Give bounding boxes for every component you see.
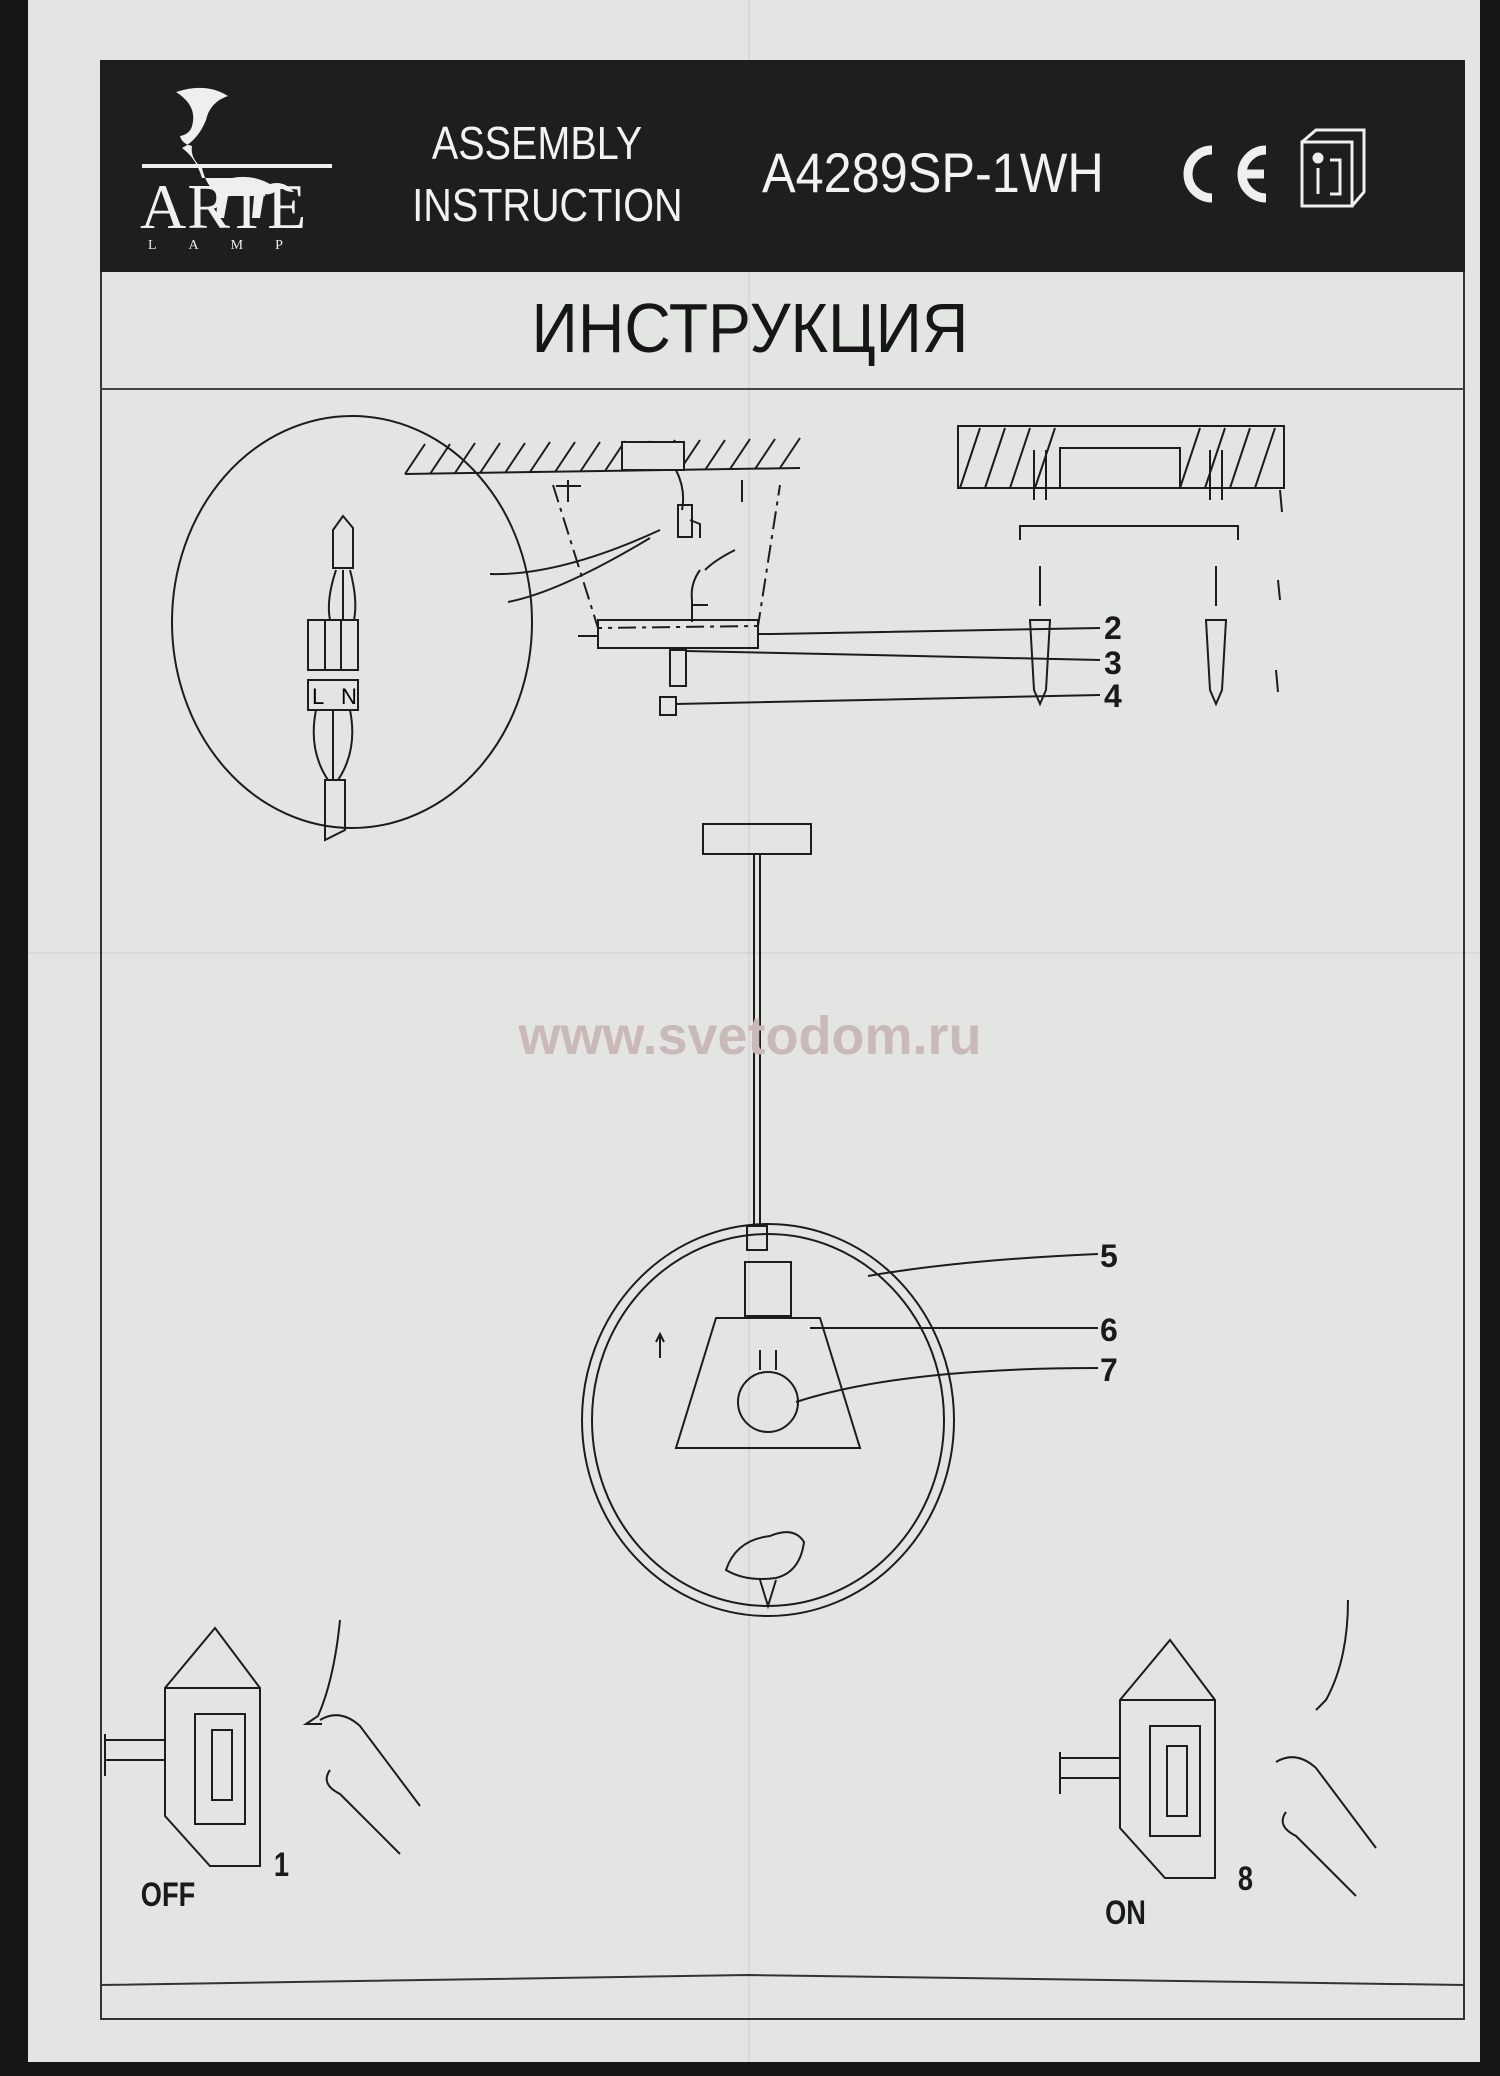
wall-switch-off [104, 1619, 421, 1867]
manual-info-icon [1300, 128, 1366, 208]
bulb [737, 1371, 799, 1433]
wall-switch-on [1059, 1599, 1377, 1897]
terminal-block [675, 469, 701, 538]
fold-line-vertical [748, 0, 750, 2062]
title-divider [100, 388, 1465, 390]
bottom-rule [99, 1973, 1466, 1986]
doc-type-line1: ASSEMBLY [431, 117, 643, 169]
canopy-outline [552, 484, 781, 630]
brand-logo-text: ARTE [140, 171, 308, 242]
doc-type: ASSEMBLY INSTRUCTION [412, 112, 683, 236]
nut-part-4 [659, 696, 677, 716]
terminal-label-n: N [341, 684, 357, 709]
switch-state-off: OFF [140, 1876, 196, 1914]
screw-part-3 [669, 649, 687, 687]
ring-frame [581, 1223, 955, 1617]
model-number: A4289SP-1WH [762, 141, 1104, 204]
doc-type-line2: INSTRUCTION [412, 179, 683, 231]
ceiling-hatch [404, 437, 801, 475]
ce-mark-icon [1183, 145, 1267, 203]
part-label-6: 6 [1100, 1312, 1118, 1348]
brand-logo-subtext: LAMP [148, 238, 315, 253]
watermark: www.svetodom.ru [518, 1006, 982, 1066]
griffin-logo-icon [142, 87, 332, 218]
part-label-4: 4 [1104, 678, 1122, 714]
part-label-2: 2 [1104, 610, 1122, 646]
part-label-3: 3 [1104, 645, 1122, 681]
mounting-bracket-diagram [957, 425, 1285, 707]
wiring-detail-magnifier [171, 415, 533, 829]
lampshade [674, 1317, 862, 1449]
bird-figure [724, 1531, 806, 1580]
pendant-diagram [581, 823, 1099, 1617]
terminal-label-l: L [312, 684, 325, 709]
page-title: ИНСТРУКЦИЯ [531, 289, 969, 367]
step-number-1: 1 [273, 1846, 290, 1884]
step-number-8: 8 [1237, 1860, 1254, 1898]
part-label-7: 7 [1100, 1352, 1118, 1388]
switch-state-on: ON [1105, 1894, 1146, 1932]
part-label-5: 5 [1100, 1238, 1118, 1274]
connector-detail [307, 514, 359, 842]
